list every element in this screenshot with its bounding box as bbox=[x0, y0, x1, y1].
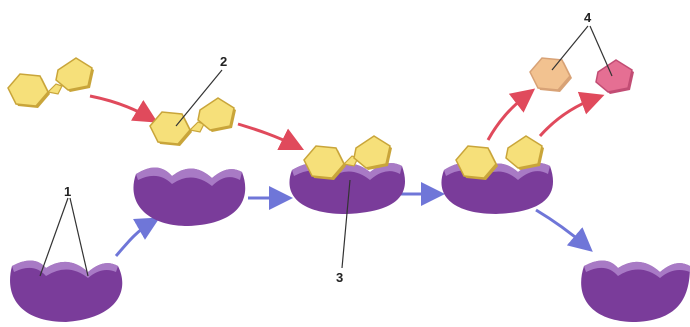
enzyme-released bbox=[581, 260, 690, 322]
arrow-red-1 bbox=[89, 94, 158, 123]
enzyme-with-cleaved-substrate bbox=[441, 135, 554, 214]
label-2: 2 bbox=[220, 54, 227, 69]
enzyme-with-approaching-substrate bbox=[133, 167, 246, 226]
enzyme-free bbox=[10, 260, 123, 322]
label-1-leaders bbox=[39, 197, 89, 277]
label-1: 1 bbox=[64, 184, 71, 199]
label-4: 4 bbox=[584, 10, 592, 25]
arrow-red-3 bbox=[486, 88, 536, 141]
arrow-red-2 bbox=[237, 122, 305, 151]
product-hexagon bbox=[529, 57, 572, 92]
label-3-leader bbox=[341, 179, 351, 269]
arrow-blue-4 bbox=[535, 208, 593, 252]
enzyme-substrate-complex bbox=[289, 135, 406, 214]
arrow-blue-1 bbox=[114, 217, 160, 257]
label-2-leader bbox=[175, 69, 223, 127]
product-pentagon bbox=[595, 59, 634, 94]
arrow-red-4 bbox=[538, 91, 605, 137]
label-3: 3 bbox=[336, 270, 343, 285]
label-4-leaders bbox=[551, 25, 613, 77]
substrate-molecule-approaching bbox=[149, 97, 236, 146]
substrate-molecule-free bbox=[7, 57, 94, 108]
